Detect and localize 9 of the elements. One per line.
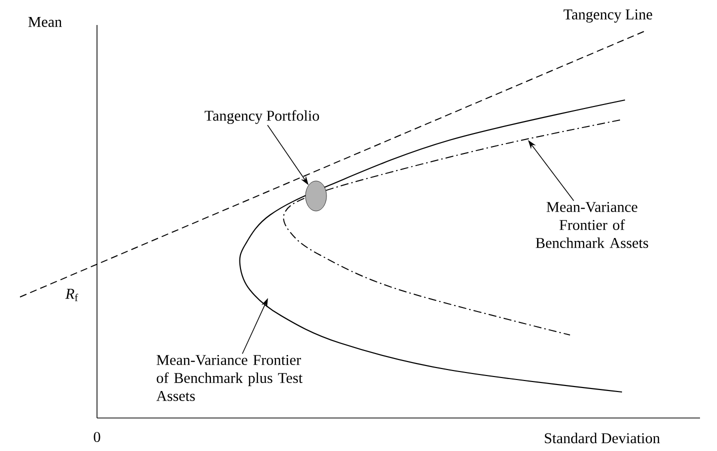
curve-label: Mean-Variance Frontier of Benchmark Assets: [536, 202, 648, 248]
curve-label: Mean-Variance Frontier of Benchmark plus Test Assets: [156, 354, 303, 402]
axis-label: Mean: [28, 17, 62, 27]
axis-value: 0: [94, 432, 100, 442]
line-label: Tangency Line: [564, 9, 652, 23]
axis-value: R$_{f}$: [65, 288, 78, 302]
point-label: Tangency Portfolio: [204, 110, 320, 124]
axis-label: Standard Deviation: [544, 432, 660, 444]
portfolio-marker: [305, 180, 327, 212]
